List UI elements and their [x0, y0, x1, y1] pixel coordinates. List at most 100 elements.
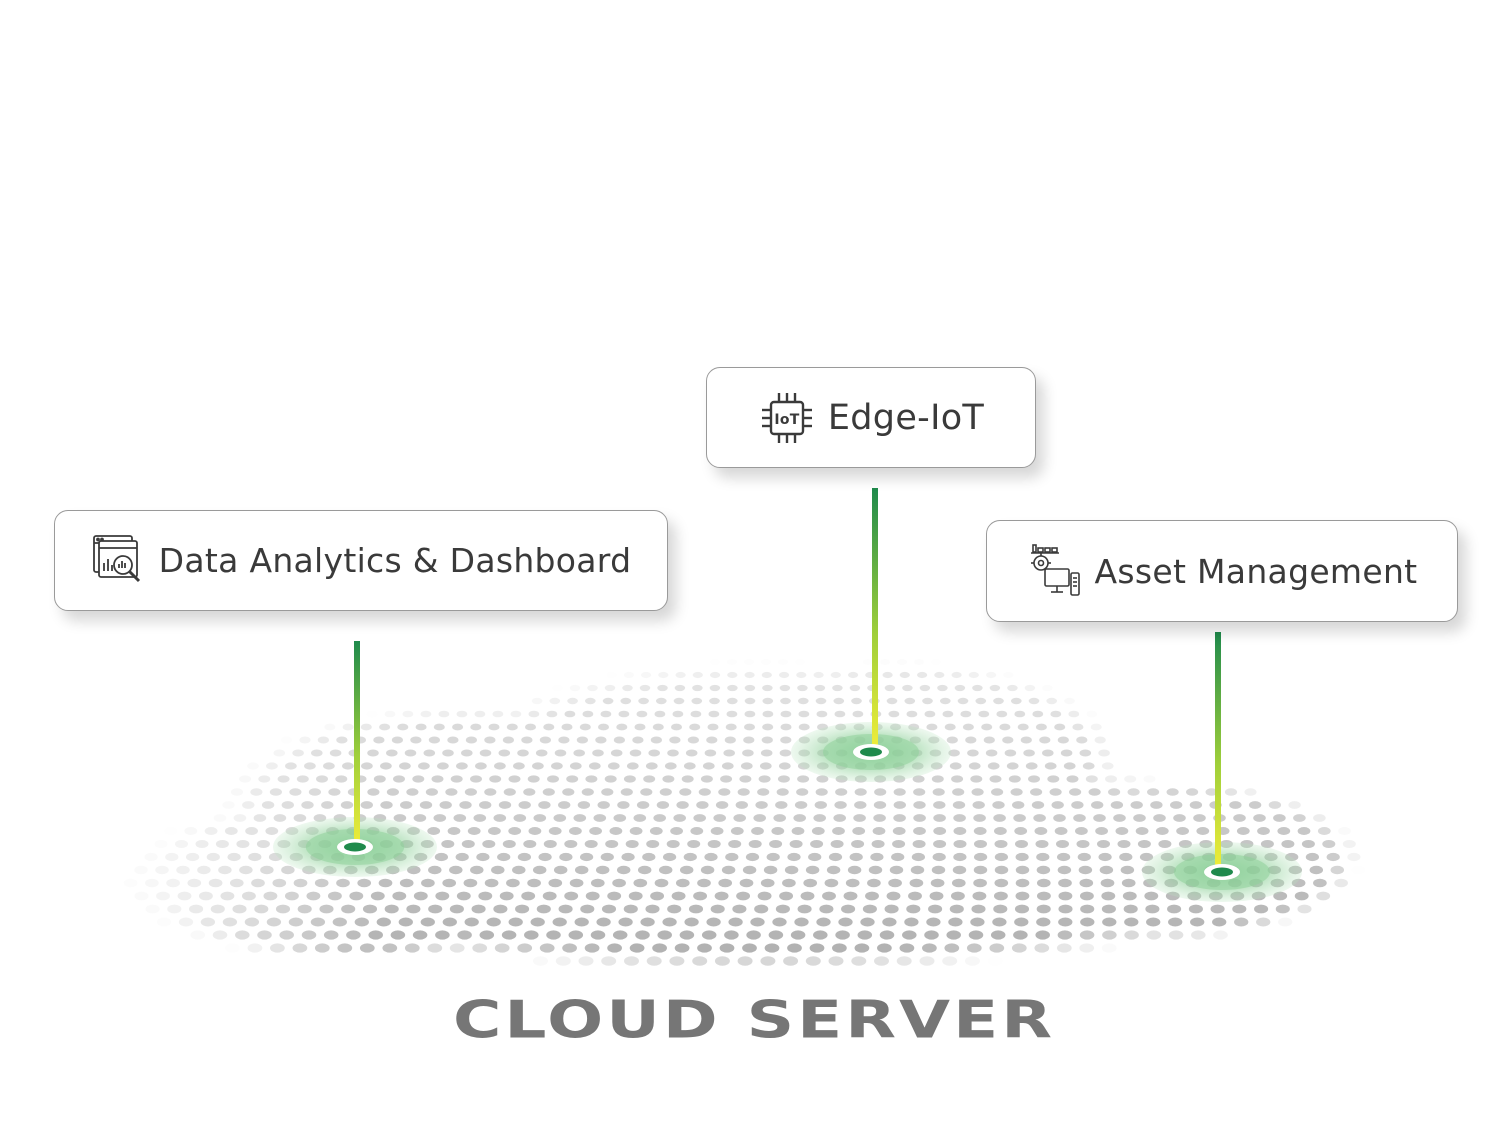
cloud-dot [1095, 827, 1108, 835]
cloud-dot [1058, 878, 1072, 888]
cloud-dot [281, 801, 294, 809]
cloud-dot [167, 904, 182, 914]
cloud-dot [327, 891, 342, 901]
cloud-dot [1108, 788, 1121, 796]
cloud-dot [185, 852, 200, 862]
cloud-dot [463, 878, 478, 888]
cloud-dot [253, 814, 267, 822]
cloud-dot [1079, 878, 1094, 888]
cloud-dot [299, 736, 311, 744]
cloud-dot [1056, 943, 1072, 953]
node-card-asset-management[interactable]: Asset Management [986, 520, 1458, 622]
cloud-dot [808, 852, 822, 862]
cloud-dot [470, 723, 482, 731]
cloud-dot [772, 917, 787, 927]
cloud-dot [1017, 723, 1029, 731]
cloud-dot [649, 827, 663, 835]
cloud-dot [419, 801, 433, 809]
cloud-dot [779, 749, 792, 757]
cloud-dot [1123, 904, 1138, 914]
cloud-dot [916, 671, 928, 679]
cloud-dot [618, 710, 630, 718]
cloud-dot [1055, 839, 1070, 849]
cloud-dot [773, 814, 786, 822]
cloud-dot [311, 749, 323, 757]
cloud-dot [260, 865, 274, 875]
cloud-dot [1264, 788, 1276, 796]
cloud-dot [1057, 865, 1072, 875]
cloud-dot [681, 775, 694, 783]
connector-line-edge [872, 488, 878, 753]
cloud-dot [704, 852, 718, 862]
cloud-dot [222, 801, 235, 809]
cloud-dot [849, 684, 861, 692]
cloud-dot [1051, 801, 1064, 809]
cloud-dot [667, 904, 682, 914]
cloud-dot [576, 736, 589, 744]
cloud-dot [1076, 839, 1090, 849]
cloud-dot [1079, 749, 1092, 757]
cloud-dot [1275, 904, 1290, 914]
cloud-dot [609, 827, 623, 835]
cloud-dot [683, 852, 697, 862]
cloud-dot [760, 878, 775, 888]
cloud-dot [1196, 827, 1210, 835]
cloud-dot [336, 736, 348, 744]
cloud-dot [865, 891, 879, 901]
cloud-dot [604, 775, 617, 783]
cloud-dot [308, 788, 321, 796]
cloud-dot [190, 930, 206, 940]
cloud-dot [782, 878, 796, 888]
node-card-data-analytics[interactable]: Data Analytics & Dashboard [54, 510, 668, 611]
cloud-dot [919, 956, 935, 966]
cloud-dot [474, 710, 486, 718]
cloud-dot [293, 814, 307, 822]
cloud-dot [629, 943, 645, 953]
cloud-dot [957, 697, 969, 705]
cloud-dot [1210, 904, 1225, 914]
cloud-dot [707, 839, 721, 849]
cloud-dot [564, 710, 576, 718]
cloud-dot [497, 852, 511, 862]
cloud-dot [317, 736, 330, 744]
cloud-dot [1145, 904, 1160, 914]
cloud-dot [1036, 852, 1050, 862]
cloud-dot [1064, 697, 1075, 705]
cloud-dot [1035, 839, 1049, 849]
cloud-dot [690, 710, 702, 718]
cloud-dot [585, 891, 600, 901]
cloud-dot [779, 891, 794, 901]
cloud-dot [245, 827, 258, 835]
cloud-dot [744, 671, 755, 679]
cloud-dot [854, 943, 870, 953]
cloud-dot [1212, 917, 1227, 927]
cloud-dot [1076, 736, 1088, 744]
cloud-dot [1014, 917, 1029, 927]
cloud-dot [551, 762, 563, 770]
node-card-edge-iot[interactable]: IoT Edge-IoT [706, 367, 1036, 468]
cloud-dot [1002, 736, 1014, 744]
cloud-dot [1012, 801, 1025, 809]
cloud-dot [558, 801, 571, 809]
cloud-dot [662, 917, 677, 927]
cloud-dot [697, 878, 711, 888]
cloud-dot [654, 710, 666, 718]
cloud-dot [361, 762, 373, 770]
cloud-dot [314, 878, 329, 888]
cloud-dot [332, 917, 347, 927]
cloud-dot [604, 684, 616, 692]
cloud-dot [638, 697, 649, 705]
cloud-dot [386, 788, 399, 796]
cloud-dot [888, 878, 902, 888]
cloud-dot [521, 891, 536, 901]
cloud-dot [1080, 917, 1095, 927]
cloud-dot [629, 749, 642, 757]
cloud-dot [873, 801, 887, 809]
cloud-dot [1013, 930, 1028, 940]
cloud-dot [1193, 814, 1206, 822]
cloud-dot [985, 671, 997, 679]
cloud-dot [652, 723, 664, 731]
cloud-dot [994, 852, 1009, 862]
cloud-dot [273, 749, 286, 757]
cloud-dot [472, 943, 488, 953]
